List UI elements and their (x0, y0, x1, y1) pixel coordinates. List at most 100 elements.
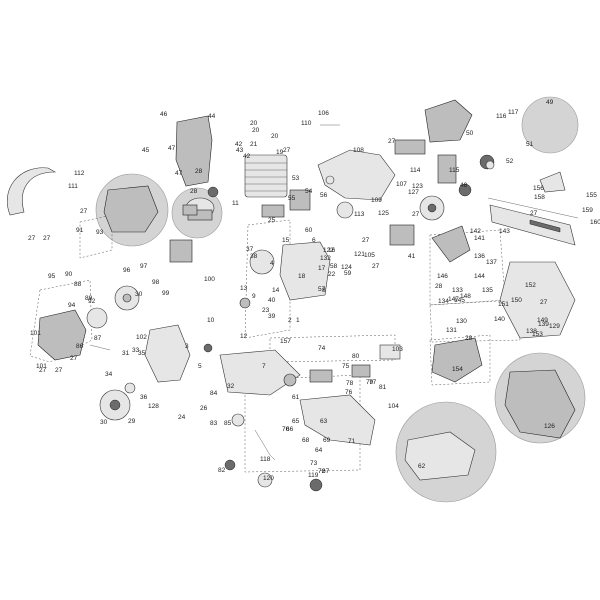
part-label-10: 10 (207, 317, 215, 324)
part-label-80: 80 (352, 353, 360, 360)
guide-bar (489, 204, 576, 246)
part-label-121: 121 (354, 251, 365, 258)
part-label-52: 52 (506, 158, 514, 165)
part-label-83: 83 (210, 420, 218, 427)
part-label-63: 63 (320, 418, 328, 425)
part-label-91: 91 (76, 227, 84, 234)
air-filter-cover (175, 115, 213, 187)
part-label-115: 115 (449, 167, 460, 174)
part-label-28: 28 (195, 168, 203, 175)
part-label-67: 67 (322, 468, 330, 475)
part-label-145: 145 (454, 297, 465, 304)
part-label-73: 73 (310, 460, 318, 467)
part-label-31: 31 (122, 350, 130, 357)
part-label-75: 75 (342, 363, 350, 370)
part-label-64: 64 (315, 447, 323, 454)
brake-handle-cover (424, 99, 473, 143)
part-label-41: 41 (408, 253, 416, 260)
part-label-3: 3 (185, 343, 189, 350)
starter-pulley (86, 285, 140, 329)
part-label-34: 34 (105, 371, 113, 378)
front-handle (6, 167, 57, 216)
part-label-93: 93 (96, 229, 104, 236)
part-label-27: 27 (283, 147, 291, 154)
clutch-drum (419, 195, 445, 221)
part-label-47: 47 (168, 145, 176, 152)
sprocket-cover (431, 225, 471, 263)
part-label-106: 106 (318, 110, 329, 117)
part-label-1: 1 (296, 317, 300, 324)
part-label-37: 37 (246, 246, 254, 253)
part-label-26: 26 (200, 405, 208, 412)
part-label-25: 25 (268, 217, 276, 224)
part-label-155: 155 (586, 192, 597, 199)
part-label-58: 58 (330, 263, 338, 270)
part-label-112: 112 (74, 170, 85, 177)
part-label-54: 54 (305, 188, 313, 195)
part-label-27: 27 (540, 299, 548, 306)
callout-circle-49 (521, 96, 579, 154)
part-label-89: 89 (85, 295, 93, 302)
part-label-23: 23 (262, 307, 270, 314)
part-label-142: 142 (470, 228, 481, 235)
part-label-79: 79 (366, 379, 374, 386)
part-label-107: 107 (396, 181, 407, 188)
starter-housing-detail (103, 185, 159, 233)
part-label-13: 13 (240, 285, 248, 292)
part-label-29: 29 (128, 418, 136, 425)
starter-cover (37, 309, 87, 361)
part-label-69: 69 (323, 437, 331, 444)
part-label-143: 143 (499, 228, 510, 235)
crankcase (279, 241, 331, 301)
part-label-7: 7 (262, 363, 266, 370)
part-label-56: 56 (320, 192, 328, 199)
part-label-51: 51 (526, 141, 534, 148)
part-label-76: 76 (345, 389, 353, 396)
part-label-2: 2 (288, 317, 292, 324)
chain-brake-band (431, 337, 483, 383)
part-label-102: 102 (136, 334, 147, 341)
saw-chain (487, 197, 579, 219)
part-label-108: 108 (353, 147, 364, 154)
part-label-87: 87 (94, 335, 102, 342)
small-parts (89, 124, 566, 492)
part-label-61: 61 (292, 394, 300, 401)
part-label-74: 74 (318, 345, 326, 352)
part-label-138: 138 (526, 328, 537, 335)
part-label-139: 139 (538, 321, 549, 328)
part-label-40: 40 (268, 297, 276, 304)
part-label-100: 100 (204, 276, 215, 283)
part-label-50: 50 (466, 130, 474, 137)
part-label-20: 20 (250, 120, 258, 127)
part-label-82: 82 (218, 467, 226, 474)
part-label-33: 33 (132, 347, 140, 354)
part-label-60: 60 (305, 227, 313, 234)
part-label-154: 154 (452, 366, 463, 373)
part-label-152: 152 (525, 282, 536, 289)
part-label-77: 77 (369, 379, 377, 386)
part-label-62: 62 (418, 463, 426, 470)
part-label-135: 135 (482, 287, 493, 294)
part-label-78: 78 (346, 380, 354, 387)
part-label-42: 42 (243, 153, 251, 160)
part-label-140: 140 (494, 316, 505, 323)
part-label-65: 65 (292, 418, 300, 425)
part-label-109: 109 (371, 197, 382, 204)
part-label-137: 137 (486, 259, 497, 266)
part-label-57: 57 (318, 286, 326, 293)
part-label-85: 85 (224, 420, 232, 427)
part-label-118: 118 (260, 456, 271, 463)
part-label-124: 124 (341, 264, 352, 271)
part-label-126: 126 (544, 423, 555, 430)
part-label-129: 129 (549, 323, 560, 330)
part-label-99: 99 (162, 290, 170, 297)
part-label-6: 6 (312, 237, 316, 244)
part-label-27: 27 (80, 208, 88, 215)
part-label-148: 148 (460, 293, 471, 300)
part-label-20: 20 (252, 127, 260, 134)
chain-brake-housing (499, 261, 576, 339)
part-label-30: 30 (135, 291, 143, 298)
crankcase-left (144, 324, 191, 383)
part-label-103: 103 (392, 346, 403, 353)
